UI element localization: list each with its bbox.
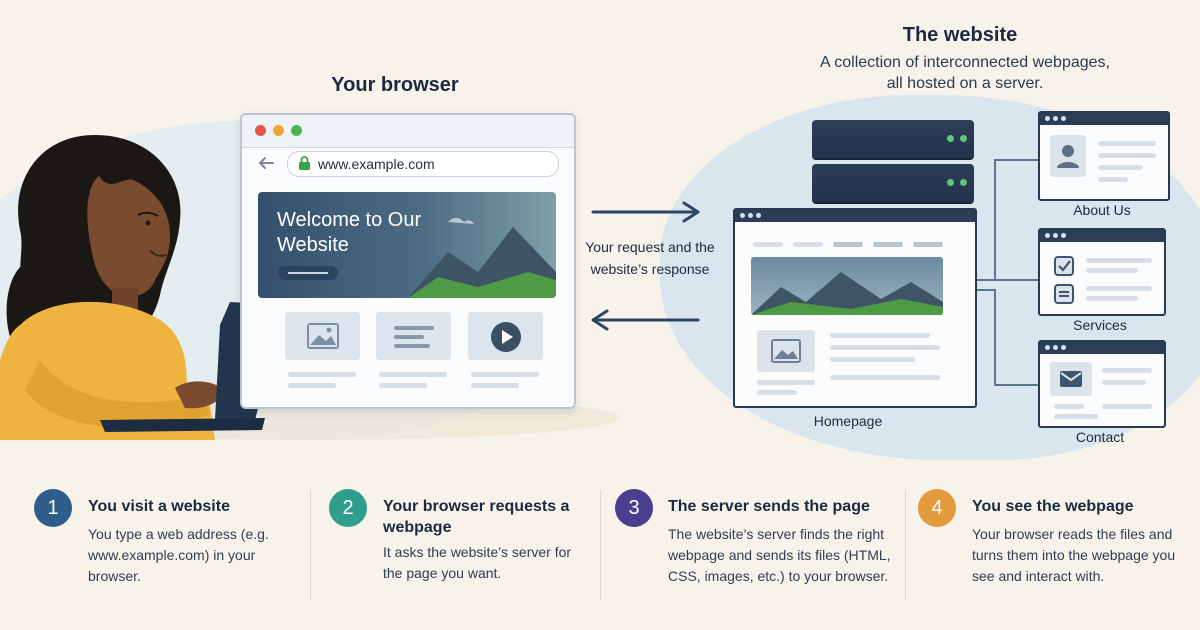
browser-title-bar [242, 115, 574, 148]
hero-text: Welcome to Our Website [277, 209, 422, 256]
website-section-title: The website [902, 24, 1018, 46]
url-text: www.example.com [318, 156, 435, 172]
step-4-number: 4 [918, 489, 956, 527]
browser-window: www.example.com Welcome to Our Website [240, 113, 576, 409]
services-label: Services [1073, 317, 1127, 333]
homepage-label: Homepage [813, 413, 883, 429]
step-1-number: 1 [34, 489, 72, 527]
lock-icon [299, 156, 310, 170]
step-3-body: The website’s server finds the right web… [668, 526, 891, 584]
envelope-icon [1060, 371, 1082, 387]
text-card[interactable] [376, 312, 451, 360]
text-lines-icon [394, 326, 434, 348]
about-label: About Us [1073, 202, 1131, 218]
image-icon [307, 323, 339, 349]
back-arrow-icon[interactable] [257, 155, 275, 171]
homepage-window[interactable] [733, 208, 977, 408]
about-page-window[interactable] [1038, 111, 1170, 201]
minimize-dot [273, 125, 284, 136]
step-4-title: You see the webpage [972, 498, 1134, 515]
arrow-right-icon [591, 201, 700, 223]
contact-label: Contact [1075, 429, 1125, 445]
website-section-subtitle: A collection of interconnected webpages,… [820, 54, 1110, 92]
image-icon [771, 339, 801, 363]
contact-page-window[interactable] [1038, 340, 1166, 428]
person-at-laptop-illustration [0, 135, 285, 440]
play-icon [491, 322, 521, 352]
homepage-hero [751, 257, 943, 315]
step-1-title: You visit a website [88, 498, 230, 515]
user-profile-icon [1057, 145, 1079, 168]
address-bar[interactable]: www.example.com [287, 151, 559, 177]
step-3-title: The server sends the page [668, 498, 870, 515]
mountain-landscape [408, 218, 556, 298]
step-1-body: You type a web address (e.g. www.example… [88, 526, 269, 584]
step-4-body: Your browser reads the files and turns t… [972, 526, 1176, 584]
hero-button[interactable] [278, 266, 338, 280]
checkbox-icon [1054, 256, 1074, 276]
step-3-number: 3 [615, 489, 653, 527]
image-card[interactable] [285, 312, 360, 360]
hero-banner: Welcome to Our Website [258, 192, 556, 298]
arrow-left-icon [591, 309, 700, 331]
exchange-label: Your request and the website’s response [585, 239, 715, 277]
video-card[interactable] [468, 312, 543, 360]
maximize-dot [291, 125, 302, 136]
step-2-body: It asks the website’s server for the pag… [383, 544, 572, 581]
step-2-number: 2 [329, 489, 367, 527]
services-page-window[interactable] [1038, 228, 1166, 316]
browser-section-title: Your browser [331, 74, 459, 96]
step-2-title: Your browser requests a webpage [383, 498, 570, 536]
close-dot [255, 125, 266, 136]
list-card-icon [1054, 284, 1074, 304]
